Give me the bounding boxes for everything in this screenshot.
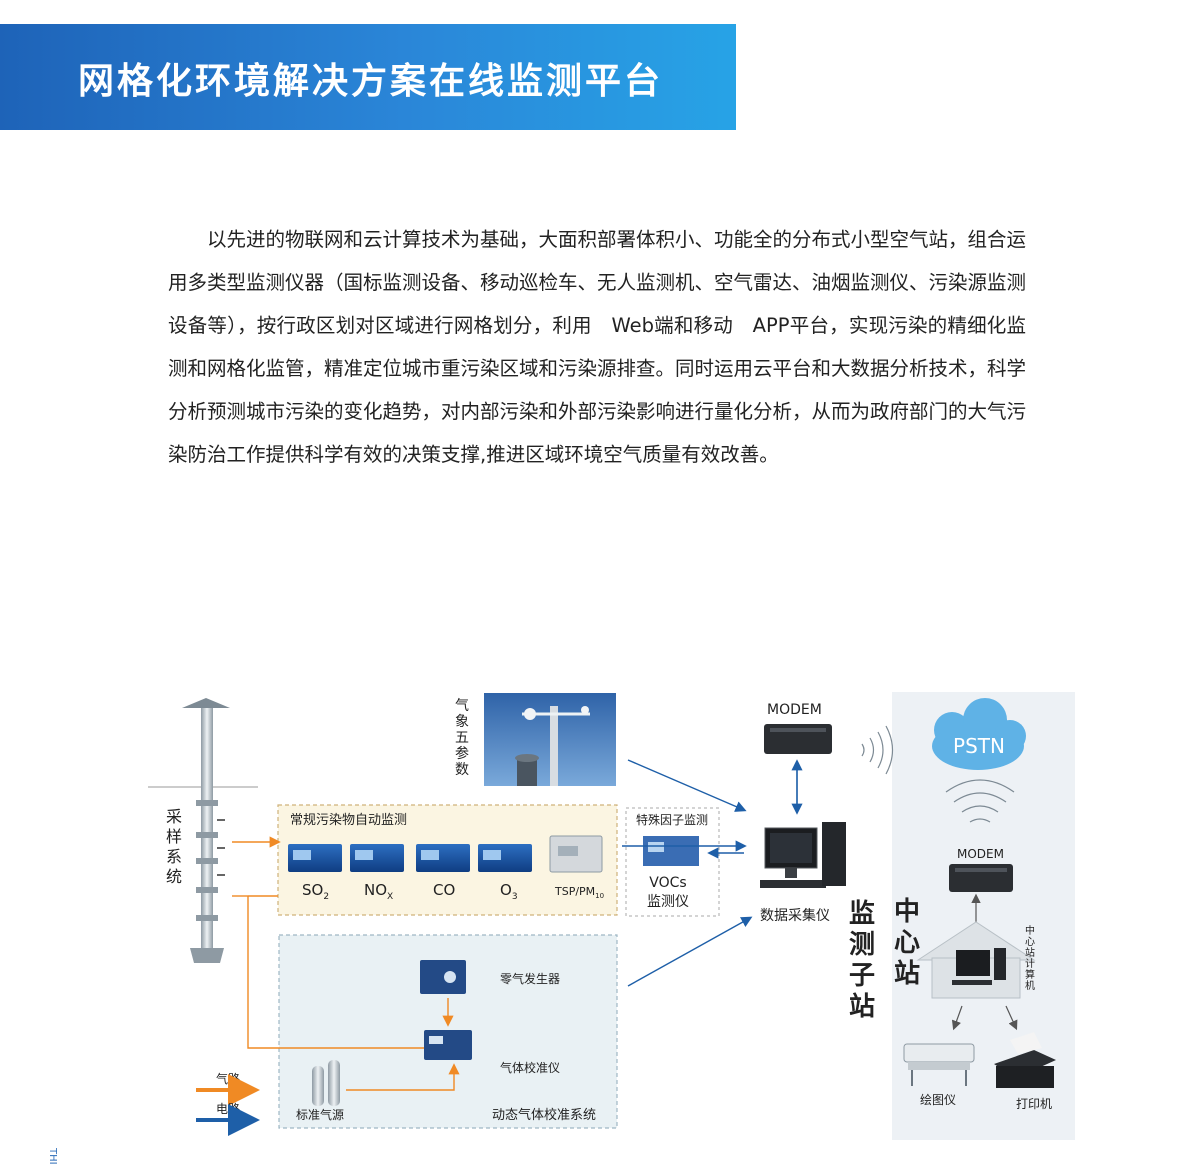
intro-paragraph: 以先进的物联网和云计算技术为基础，大面积部署体积小、功能全的分布式小型空气站，组… xyxy=(168,228,1027,466)
svg-text:气象五参数: 气象五参数 xyxy=(455,698,469,778)
o3-label: O3 xyxy=(500,881,518,902)
nox-analyzer xyxy=(350,844,404,872)
legend-gas-label: 气路 xyxy=(216,1071,240,1086)
modem-top-icon xyxy=(764,724,832,754)
so2-analyzer xyxy=(288,844,342,872)
vocs-label: VOCs xyxy=(649,875,686,891)
monitoring-substation-label: 监测子站 xyxy=(849,899,875,1022)
central-computer-house xyxy=(916,921,1036,999)
plotter-icon xyxy=(903,1043,975,1086)
electric-path-lines xyxy=(622,759,803,987)
gas-calibrator-label: 气体校准仪 xyxy=(500,1060,560,1075)
wireless-signal-down-icon xyxy=(945,779,1015,823)
dynamic-calibration-label: 动态气体校准系统 xyxy=(492,1107,596,1123)
data-collector-label: 数据采集仪 xyxy=(760,907,830,924)
legend-electric-label: 电路 xyxy=(216,1101,240,1116)
weather-params-label: 气象五参数 xyxy=(455,698,469,778)
modem-center-label: MODEM xyxy=(957,847,1004,861)
sampling-system-label: 采样系统 xyxy=(166,807,182,886)
pstn-cloud xyxy=(932,698,1026,770)
standard-gas-label: 标准气源 xyxy=(296,1107,344,1122)
central-station-label: 中心站 xyxy=(894,897,920,989)
modem-center-icon xyxy=(949,864,1013,892)
conventional-monitoring-label: 常规污染物自动监测 xyxy=(290,813,407,828)
printer-label: 打印机 xyxy=(1016,1097,1052,1111)
modem-top-label: MODEM xyxy=(767,702,822,718)
tsp-pm10-label: TSP/PM10 xyxy=(554,885,604,900)
legend: 气路 电路 xyxy=(196,1071,260,1136)
gas-calibrator-icon xyxy=(424,1030,472,1060)
o3-analyzer xyxy=(478,844,532,872)
vocs-analyzer-icon xyxy=(643,836,699,866)
printer-icon xyxy=(994,1032,1056,1088)
standard-gas-cylinders xyxy=(312,1060,340,1106)
tsp-pm10-analyzer xyxy=(549,835,603,873)
gas-path-lines xyxy=(232,836,460,1091)
vocs-sub-label: 监测仪 xyxy=(647,894,689,910)
pstn-label: PSTN xyxy=(953,734,1005,758)
weather-station-image xyxy=(484,693,616,786)
nox-label: NOX xyxy=(364,881,393,902)
svg-text:监测子站: 监测子站 xyxy=(849,899,875,1022)
co-label: CO xyxy=(433,881,455,899)
special-factor-box xyxy=(625,807,720,917)
central-computer-label: 中心站计算机 xyxy=(1025,924,1035,992)
special-factor-label: 特殊因子监测 xyxy=(636,812,708,827)
plotter-label: 绘图仪 xyxy=(920,1092,956,1107)
side-tag: THI xyxy=(47,1148,58,1165)
svg-text:中心站: 中心站 xyxy=(894,897,920,989)
page-title: 网格化环境解决方案在线监测平台 xyxy=(78,61,664,102)
so2-label: SO2 xyxy=(302,881,329,902)
svg-text:采样系统: 采样系统 xyxy=(166,807,182,886)
svg-text:中心站计算机: 中心站计算机 xyxy=(1025,924,1035,992)
analyzer-row xyxy=(288,835,603,873)
zero-air-label: 零气发生器 xyxy=(500,971,560,986)
wireless-signal-icon xyxy=(861,725,894,775)
data-collector-computer xyxy=(760,822,846,888)
sampling-pipe xyxy=(182,698,230,963)
zero-air-generator-icon xyxy=(420,960,466,994)
header-bar xyxy=(0,24,736,130)
co-analyzer xyxy=(416,844,470,872)
